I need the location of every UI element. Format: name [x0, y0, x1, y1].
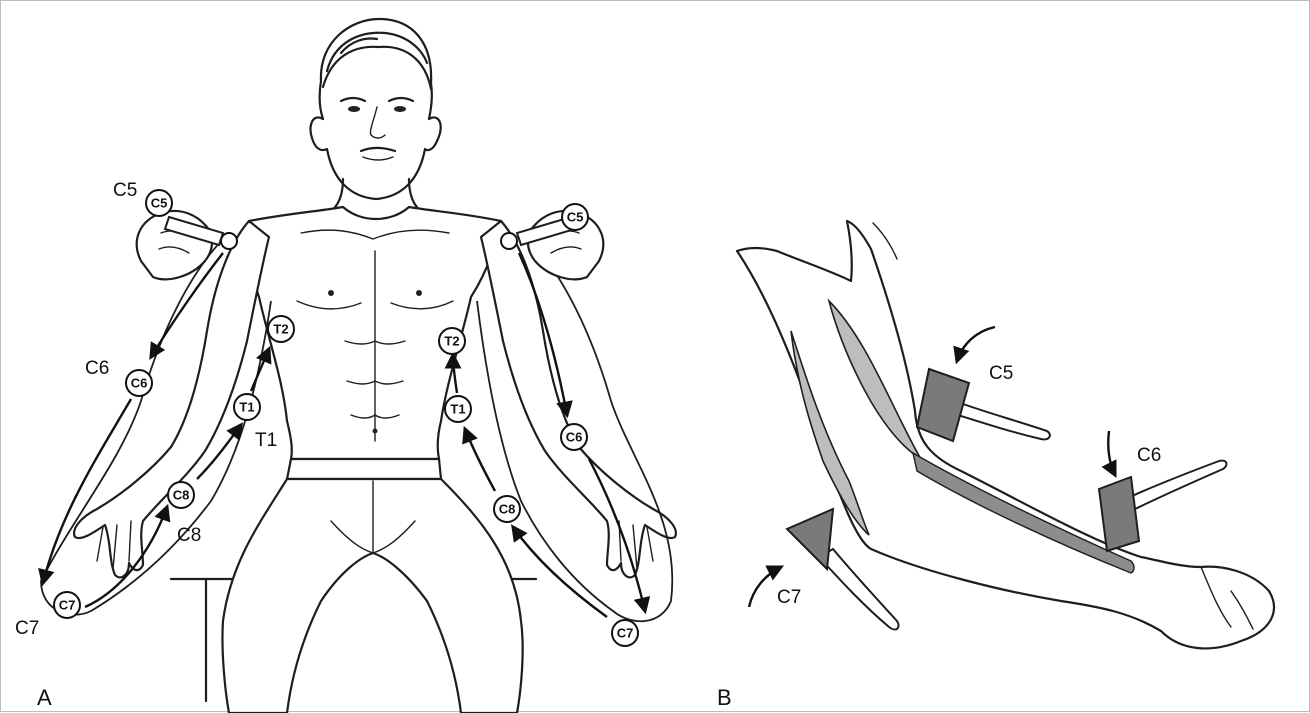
- panel-label-b: B: [717, 685, 732, 710]
- panel-a: C5 C5 C6 C6 C7 C7 C8 C8: [15, 19, 676, 713]
- marker-c8-left: C8: [168, 482, 194, 508]
- label-c8: C8: [177, 525, 201, 546]
- label-b-c7: C7: [777, 587, 801, 608]
- marker-c7-left-text: C7: [59, 598, 76, 613]
- arrow-c7-to-c8-right: [513, 527, 607, 617]
- marker-c6-left-text: C6: [131, 376, 148, 391]
- marker-t1-right: T1: [445, 396, 471, 422]
- arrow-c5: [957, 327, 995, 361]
- legs: [222, 459, 522, 713]
- marker-t2-right-text: T2: [444, 334, 459, 349]
- arrow-t1-to-t2-left: [251, 349, 269, 391]
- marker-c8-right-text: C8: [499, 502, 516, 517]
- marker-t1-left-text: T1: [239, 400, 254, 415]
- marker-t2-left-text: T2: [273, 322, 288, 337]
- label-b-c5: C5: [989, 363, 1013, 384]
- arrow-c6: [1108, 431, 1115, 475]
- marker-c7-right: C7: [612, 620, 638, 646]
- marker-t2-left: T2: [268, 316, 294, 342]
- marker-c5-left: C5: [146, 190, 172, 216]
- label-c6: C6: [85, 358, 109, 379]
- marker-c6-left: C6: [126, 370, 152, 396]
- marker-t1-left: T1: [234, 394, 260, 420]
- marker-c8-left-text: C8: [173, 488, 190, 503]
- hammer-c5: [917, 369, 1050, 441]
- label-c7: C7: [15, 618, 39, 639]
- marker-t2-right: T2: [439, 328, 465, 354]
- marker-c7-left: C7: [54, 592, 80, 618]
- label-t1: T1: [255, 430, 277, 451]
- label-c5: C5: [113, 180, 137, 201]
- marker-c8-right: C8: [494, 496, 520, 522]
- hammer-c6: [1099, 461, 1226, 551]
- label-b-c6: C6: [1137, 445, 1161, 466]
- marker-c5-right-text: C5: [567, 210, 584, 225]
- marker-c5-right: C5: [562, 204, 588, 230]
- marker-t1-right-text: T1: [450, 402, 465, 417]
- panel-b: C5 C6 C7 B: [717, 221, 1274, 710]
- head: [311, 19, 441, 199]
- marker-c7-right-text: C7: [617, 626, 634, 641]
- arrow-c8-to-t1-right: [465, 429, 495, 491]
- marker-c6-right-text: C6: [566, 430, 583, 445]
- marker-c5-left-text: C5: [151, 196, 168, 211]
- marker-c6-right: C6: [561, 424, 587, 450]
- panel-label-a: A: [37, 685, 52, 710]
